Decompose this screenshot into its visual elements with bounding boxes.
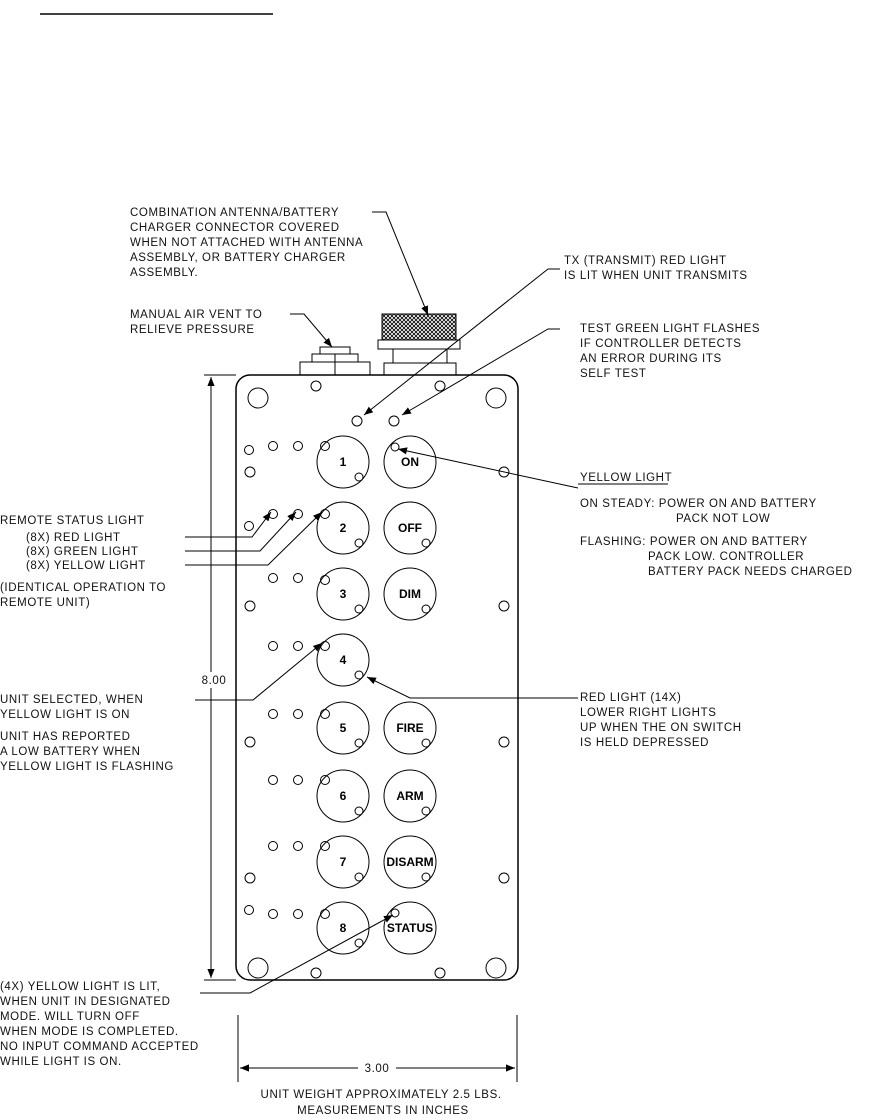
svg-text:OFF: OFF (398, 521, 422, 535)
unit-button-5[interactable]: 5 (316, 701, 370, 755)
remote-status-note: REMOTE STATUS LIGHT (8X) RED LIGHT (8X) … (0, 515, 170, 609)
air-vent (299, 346, 371, 376)
svg-text:1: 1 (340, 455, 347, 469)
button-row-1: 1 ON (244, 435, 437, 489)
controller-body: 1 ON 2 OFF 3 DIM 4 5 FIRE 6 (235, 313, 519, 981)
yellow-light-title: YELLOW LIGHT (580, 472, 672, 484)
svg-text:4: 4 (340, 653, 347, 667)
antenna-note: COMBINATION ANTENNA/BATTERY CHARGER CONN… (130, 207, 366, 279)
svg-text:3: 3 (340, 587, 347, 601)
unit-button-7[interactable]: 7 (316, 835, 370, 889)
antenna-connector (377, 313, 461, 376)
unit-button-1[interactable]: 1 (316, 435, 370, 489)
tx-light (351, 415, 363, 427)
button-row-6: 6 ARM (268, 769, 437, 823)
svg-text:STATUS: STATUS (387, 921, 433, 935)
button-row-8: 8 STATUS (244, 901, 437, 955)
unit-button-4[interactable]: 4 (316, 633, 370, 687)
leader-lines (185, 211, 668, 994)
test-light (388, 415, 400, 427)
svg-text:5: 5 (340, 721, 347, 735)
tx-light-note: TX (TRANSMIT) RED LIGHT IS LIT WHEN UNIT… (564, 255, 748, 282)
button-row-3: 3 DIM (268, 567, 437, 621)
disarm-button[interactable]: DISARM (383, 835, 437, 889)
dim-button[interactable]: DIM (383, 567, 437, 621)
arm-button[interactable]: ARM (383, 769, 437, 823)
red-light-note: RED LIGHT (14X) LOWER RIGHT LIGHTS UP WH… (580, 692, 745, 749)
svg-text:FIRE: FIRE (396, 721, 423, 735)
off-button[interactable]: OFF (383, 501, 437, 555)
width-value: 3.00 (365, 1063, 390, 1075)
yellow-steady-note: ON STEADY: POWER ON AND BATTERY PACK NOT… (580, 498, 820, 525)
height-value: 8.00 (202, 675, 227, 687)
width-dimension: 3.00 (237, 1015, 518, 1082)
body-screws (244, 380, 510, 979)
svg-text:7: 7 (340, 855, 347, 869)
four-yellow-light-note: (4X) YELLOW LIGHT IS LIT, WHEN UNIT IN D… (0, 981, 203, 1068)
status-button[interactable]: STATUS (383, 901, 437, 955)
corner-screws (247, 387, 507, 979)
button-row-5: 5 FIRE (268, 701, 437, 755)
svg-text:ON: ON (401, 455, 419, 469)
footer-note: UNIT WEIGHT APPROXIMATELY 2.5 LBS. MEASU… (261, 1089, 506, 1117)
unit-button-6[interactable]: 6 (316, 769, 370, 823)
height-dimension: 8.00 (196, 374, 236, 981)
svg-text:2: 2 (340, 521, 347, 535)
unit-button-2[interactable]: 2 (316, 501, 370, 555)
button-row-7: 7 DISARM (268, 835, 437, 889)
test-light-note: TEST GREEN LIGHT FLASHES IF CONTROLLER D… (580, 323, 764, 380)
svg-text:DIM: DIM (399, 587, 421, 601)
svg-text:DISARM: DISARM (386, 855, 433, 869)
svg-text:ARM: ARM (396, 789, 423, 803)
svg-text:8: 8 (340, 921, 347, 935)
unit-selected-note: UNIT SELECTED, WHEN YELLOW LIGHT IS ON U… (0, 694, 174, 773)
svg-text:6: 6 (340, 789, 347, 803)
fire-button[interactable]: FIRE (383, 701, 437, 755)
unit-button-8[interactable]: 8 (316, 901, 370, 955)
button-row-4: 4 (268, 633, 370, 687)
vent-note: MANUAL AIR VENT TO RELIEVE PRESSURE (130, 309, 266, 336)
unit-button-3[interactable]: 3 (316, 567, 370, 621)
on-button[interactable]: ON (383, 435, 437, 489)
button-row-2: 2 OFF (244, 501, 437, 555)
yellow-flashing-note: FLASHING: POWER ON AND BATTERY PACK LOW.… (580, 536, 853, 578)
